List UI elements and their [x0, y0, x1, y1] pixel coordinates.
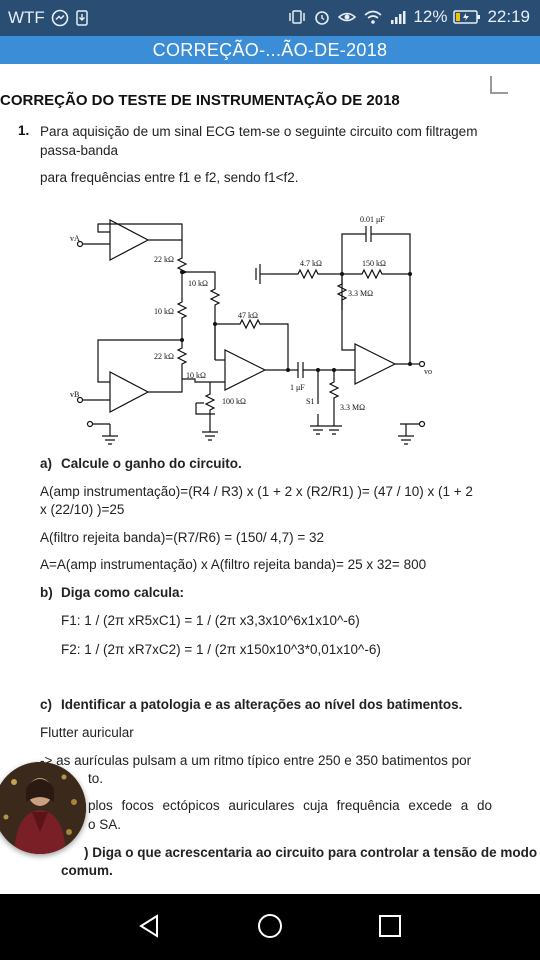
back-triangle-icon: [139, 914, 158, 938]
label-r22k-top: 22 kΩ: [154, 255, 174, 264]
question-b-label: b): [40, 585, 53, 600]
label-c1u: 1 μF: [290, 383, 305, 392]
label-r3m3-b: 3.3 MΩ: [340, 403, 365, 412]
answer-c-line-4: plos focos ectópicos auriculares cuja fr…: [88, 798, 492, 813]
battery-percent: 12%: [413, 7, 448, 26]
label-r47k: 47 kΩ: [238, 311, 258, 320]
answer-c-line-2: -> as aurículas pulsam a um ritmo típico…: [40, 753, 472, 768]
wifi-icon: [363, 8, 383, 26]
answer-c-line-3: to.: [88, 771, 104, 786]
question-c-label: c): [40, 697, 53, 712]
label-r4k7: 4.7 kΩ: [300, 259, 322, 268]
back-button[interactable]: [130, 906, 170, 946]
answer-a-line-2: x (22/10) )=25: [40, 502, 125, 517]
recents-square-icon: [379, 915, 401, 937]
label-va: vA: [70, 234, 80, 243]
navigation-bar: [0, 894, 540, 960]
label-r100k: 100 kΩ: [222, 397, 246, 406]
label-vo: vo: [424, 367, 432, 376]
recents-button[interactable]: [370, 906, 410, 946]
label-r10k-b: 10 kΩ: [154, 307, 174, 316]
app-bar-title: CORREÇÃO-...ÃO-DE-2018: [0, 36, 540, 64]
label-r3m3-a: 3.3 MΩ: [348, 289, 373, 298]
label-s1: S1: [306, 397, 314, 406]
document-viewer[interactable]: CORREÇÃO DO TESTE DE INSTRUMENTAÇÃO DE 2…: [0, 64, 540, 894]
question-a-title: Calcule o ganho do circuito.: [61, 456, 242, 471]
document-title: CORREÇÃO DO TESTE DE INSTRUMENTAÇÃO DE 2…: [0, 92, 400, 109]
label-r10k-c: 10 kΩ: [186, 371, 206, 380]
question-1-number: 1.: [18, 123, 30, 138]
label-vb: vB: [70, 390, 79, 399]
alarm-icon: [313, 8, 331, 26]
label-r10k-a: 10 kΩ: [188, 279, 208, 288]
answer-c-line-1: Flutter auricular: [40, 725, 134, 740]
question-c-title: Identificar a patologia e as alterações …: [61, 697, 463, 712]
vibrate-icon: [287, 8, 307, 26]
page-corner-mark: [490, 76, 508, 94]
label-r150k: 150 kΩ: [362, 259, 386, 268]
answer-b-f2: F2: 1 / (2π xR7xC2) = 1 / (2π x150x10^3*…: [61, 642, 381, 657]
label-c001: 0.01 μF: [360, 215, 385, 224]
label-r22k-bot: 22 kΩ: [154, 352, 174, 361]
ecg-circuit-diagram: vA vB vo S1 22 kΩ 10 kΩ 10 kΩ 22 kΩ 10 k…: [70, 215, 432, 445]
answer-a-line-3: A(filtro rejeita banda)=(R7/R6) = (150/ …: [40, 530, 325, 545]
answer-b-f1: F1: 1 / (2π xR5xC1) = 1 / (2π x3,3x10^6x…: [61, 613, 360, 628]
carrier-label: WTF: [8, 8, 45, 27]
signal-icon: [389, 8, 407, 26]
question-b-title: Diga como calcula:: [61, 585, 185, 600]
clock-time: 22:19: [487, 7, 530, 26]
answer-c-line-5: o SA.: [88, 817, 122, 832]
answer-a-line-4: A=A(amp instrumentação) x A(filtro rejei…: [40, 557, 427, 572]
messenger-icon: [51, 9, 69, 27]
battery-charging-icon: [453, 8, 481, 26]
home-circle-icon: [258, 914, 282, 938]
question-1-line-1: Para aquisição de um sinal ECG tem-se o …: [40, 124, 478, 139]
answer-a-line-1: A(amp instrumentação)=(R4 / R3) x (1 + 2…: [40, 484, 473, 499]
home-button[interactable]: [250, 906, 290, 946]
question-1-line-3: para frequências entre f1 e f2, sendo f1…: [40, 170, 299, 185]
download-icon: [75, 9, 89, 27]
question-a-label: a): [40, 456, 53, 471]
question-1-line-2: passa-banda: [40, 143, 119, 158]
status-bar: WTF 12% 22:19: [0, 0, 540, 36]
eye-icon: [337, 8, 357, 26]
question-d-title-2: comum.: [61, 863, 113, 878]
question-d-title: ) Diga o que acrescentaria ao circuito p…: [84, 845, 538, 860]
chat-head-avatar[interactable]: [0, 762, 86, 854]
